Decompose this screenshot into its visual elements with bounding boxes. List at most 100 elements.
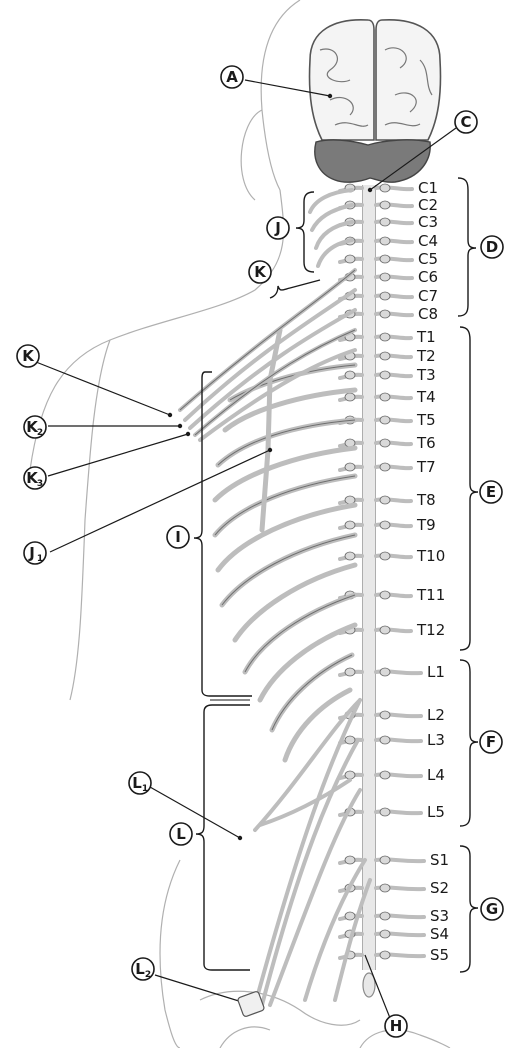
spinal-nerve-roots: [340, 184, 424, 959]
segment-label-l5: L5: [427, 803, 445, 821]
segment-label-t3: T3: [416, 366, 436, 384]
ganglion-right-c4: [380, 237, 390, 245]
segment-label-t6: T6: [416, 434, 436, 452]
segment-label-t4: T4: [416, 388, 436, 406]
segment-label-c2: C2: [418, 196, 438, 214]
segment-label-l4: L4: [427, 766, 445, 784]
cervical-plexus: [310, 190, 352, 266]
segment-label-l3: L3: [427, 731, 445, 749]
callout-letter: F: [486, 733, 496, 751]
callout-h: H: [385, 1015, 407, 1037]
segment-label-t7: T7: [416, 458, 436, 476]
bracket-E: [460, 327, 478, 650]
segment-label-c3: C3: [418, 213, 438, 231]
ganglion-right-t7: [380, 463, 390, 471]
ganglion-right-t10: [380, 552, 390, 560]
callout-e: E: [480, 481, 502, 503]
ganglion-right-s2: [380, 884, 390, 892]
ganglion-left-l3: [345, 736, 355, 744]
callout-subscript: 2: [145, 970, 151, 980]
bracket-K: [270, 280, 320, 298]
callout-c: C: [455, 111, 477, 133]
callout-letter: J: [28, 544, 35, 562]
callout-letter: G: [486, 900, 498, 918]
bracket-D: [458, 178, 476, 316]
callout-k3: K3: [24, 467, 46, 489]
callout-letter: K: [254, 263, 267, 281]
callout-letter: A: [226, 68, 238, 86]
callout-subscript: 1: [37, 554, 43, 564]
segment-label-c7: C7: [418, 287, 438, 305]
segment-label-t8: T8: [416, 491, 436, 509]
segment-label-t11: T11: [416, 586, 445, 604]
ganglion-left-s3: [345, 912, 355, 920]
segment-label-c8: C8: [418, 305, 438, 323]
segment-label-t2: T2: [416, 347, 436, 365]
callout-j: J: [267, 217, 289, 239]
segment-label-l1: L1: [427, 663, 445, 681]
segment-label-s2: S2: [430, 879, 449, 897]
callout-k2: K2: [24, 416, 46, 438]
callout-letter: L: [135, 960, 145, 978]
ganglion-right-l4: [380, 771, 390, 779]
segment-label-l2: L2: [427, 706, 445, 724]
ganglion-left-t4: [345, 393, 355, 401]
ganglion-right-t11: [380, 591, 390, 599]
callout-f: F: [480, 731, 502, 753]
ganglion-right-s3: [380, 912, 390, 920]
ganglion-right-t1: [380, 333, 390, 341]
segment-label-t1: T1: [416, 328, 436, 346]
segment-label-s5: S5: [430, 946, 449, 964]
ganglion-right-t5: [380, 416, 390, 424]
brain: [310, 20, 441, 182]
ganglion-right-c5: [380, 255, 390, 263]
segment-label-s4: S4: [430, 925, 449, 943]
segment-label-c5: C5: [418, 250, 438, 268]
callout-l: L: [170, 823, 192, 845]
ganglion-right-t2: [380, 352, 390, 360]
ganglion-left-l4: [345, 771, 355, 779]
ganglion-right-s1: [380, 856, 390, 864]
ganglion-left-t7: [345, 463, 355, 471]
ganglion-right-l1: [380, 668, 390, 676]
callout-k-left: K: [17, 345, 39, 367]
callout-g: G: [481, 898, 503, 920]
ganglion-right-l2: [380, 711, 390, 719]
callout-letter: L: [176, 825, 186, 843]
ganglion-left-t10: [345, 552, 355, 560]
segment-label-c4: C4: [418, 232, 438, 250]
segment-label-c6: C6: [418, 268, 438, 286]
callout-d: D: [481, 236, 503, 258]
ganglion-right-c1: [380, 184, 390, 192]
callout-k-top: K: [249, 261, 271, 283]
spinal-cord: [363, 185, 375, 997]
callout-letter: J: [274, 219, 281, 237]
ganglion-right-l5: [380, 808, 390, 816]
ganglion-right-s5: [380, 951, 390, 959]
segment-label-s1: S1: [430, 851, 449, 869]
callout-letter: E: [486, 483, 496, 501]
bracket-G: [460, 846, 478, 972]
ganglion-left-s1: [345, 856, 355, 864]
ganglion-right-t3: [380, 371, 390, 379]
callout-letter: D: [486, 238, 498, 256]
callout-i: I: [167, 526, 189, 548]
ganglion-right-t6: [380, 439, 390, 447]
ganglion-right-t8: [380, 496, 390, 504]
segment-label-t9: T9: [416, 516, 436, 534]
ganglion-right-t12: [380, 626, 390, 634]
callout-letter: L: [132, 774, 142, 792]
callout-l1: L1: [129, 772, 151, 794]
segment-label-t5: T5: [416, 411, 436, 429]
callout-subscript: 2: [37, 428, 43, 438]
ganglion-left-t3: [345, 371, 355, 379]
cut-nerve-end: [237, 991, 265, 1017]
bracket-J: [296, 192, 314, 272]
callout-a: A: [221, 66, 243, 88]
ganglion-left-c5: [345, 255, 355, 263]
ganglion-right-l3: [380, 736, 390, 744]
ganglion-right-c8: [380, 310, 390, 318]
